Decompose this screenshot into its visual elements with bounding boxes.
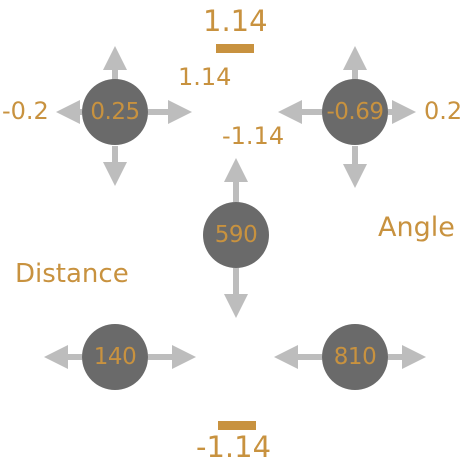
node-bottom-left: 140 (82, 324, 148, 390)
left-value-label: -0.2 (2, 97, 49, 125)
node-bottom-right: 810 (322, 324, 388, 390)
node-top-right: -0.69 (322, 79, 388, 145)
angle-label: Angle (378, 212, 455, 243)
right-value-label: 0.2 (424, 97, 463, 125)
node-center: 590 (203, 202, 269, 268)
lower-inner-label: -1.14 (222, 122, 285, 150)
upper-inner-label: 1.14 (178, 63, 232, 91)
bottom-marker-bar (218, 421, 256, 430)
node-top-left: 0.25 (82, 79, 148, 145)
top-value-label: 1.14 (203, 4, 268, 38)
top-marker-bar (216, 44, 254, 53)
distance-label: Distance (15, 259, 129, 289)
bottom-value-label: -1.14 (196, 430, 272, 464)
